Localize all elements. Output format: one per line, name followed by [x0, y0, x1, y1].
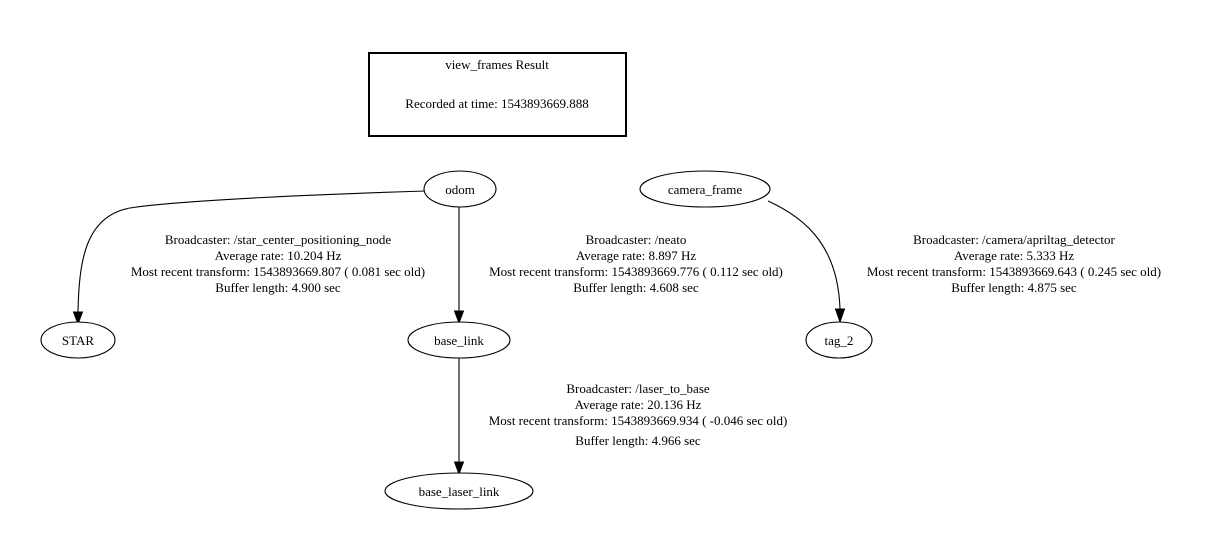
node-ellipse — [407, 321, 511, 359]
node-ellipse — [384, 472, 534, 510]
node-ellipse — [40, 321, 116, 359]
node-label: tag_2 — [825, 333, 854, 348]
edge-average-rate: Average rate: 5.333 Hz — [954, 248, 1075, 263]
edge-broadcaster: Broadcaster: /neato — [586, 232, 687, 247]
edge-line — [767, 200, 841, 310]
node-label: STAR — [62, 333, 95, 348]
edge-odom-base-link — [453, 207, 465, 325]
arrowhead — [453, 310, 465, 325]
edge-buffer-length: Buffer length: 4.966 sec — [575, 433, 701, 448]
arrowhead — [834, 308, 846, 324]
edge-camera-tag — [767, 200, 846, 324]
edge-buffer-length: Buffer length: 4.608 sec — [573, 280, 699, 295]
edge-label-odom-base-link: Broadcaster: /neato Average rate: 8.897 … — [489, 232, 783, 295]
node-odom: odom — [423, 170, 497, 208]
edge-average-rate: Average rate: 20.136 Hz — [575, 397, 702, 412]
node-ellipse — [423, 170, 497, 208]
edge-odom-star — [72, 190, 426, 326]
edge-recent-transform: Most recent transform: 1543893669.807 ( … — [131, 264, 425, 279]
node-ellipse — [805, 321, 873, 359]
header-box: view_frames Result Recorded at time: 154… — [368, 52, 627, 137]
edge-recent-transform: Most recent transform: 1543893669.643 ( … — [867, 264, 1161, 279]
node-label: base_link — [434, 333, 484, 348]
node-label: base_laser_link — [419, 484, 500, 499]
edge-buffer-length: Buffer length: 4.875 sec — [951, 280, 1077, 295]
edge-average-rate: Average rate: 10.204 Hz — [215, 248, 342, 263]
edge-buffer-length: Buffer length: 4.900 sec — [215, 280, 341, 295]
node-label: odom — [445, 182, 475, 197]
edge-label-base-laser: Broadcaster: /laser_to_base Average rate… — [489, 381, 788, 448]
edge-broadcaster: Broadcaster: /star_center_positioning_no… — [165, 232, 392, 247]
arrowhead — [453, 461, 465, 476]
edge-recent-transform: Most recent transform: 1543893669.776 ( … — [489, 264, 783, 279]
node-ellipse — [639, 170, 771, 208]
node-base-laser-link: base_laser_link — [384, 472, 534, 510]
edge-recent-transform: Most recent transform: 1543893669.934 ( … — [489, 413, 788, 428]
edge-broadcaster: Broadcaster: /camera/apriltag_detector — [913, 232, 1115, 247]
edge-label-odom-star: Broadcaster: /star_center_positioning_no… — [131, 232, 425, 295]
edge-label-camera-tag: Broadcaster: /camera/apriltag_detector A… — [867, 232, 1161, 295]
header-title: view_frames Result — [445, 57, 549, 72]
edge-broadcaster: Broadcaster: /laser_to_base — [566, 381, 710, 396]
header-border — [368, 52, 627, 137]
edge-average-rate: Average rate: 8.897 Hz — [576, 248, 697, 263]
edge-base-link-laser — [453, 358, 465, 476]
header-recorded-time: Recorded at time: 1543893669.888 — [405, 96, 588, 111]
node-star: STAR — [40, 321, 116, 359]
node-base-link: base_link — [407, 321, 511, 359]
node-tag-2: tag_2 — [805, 321, 873, 359]
edge-line — [77, 190, 426, 313]
node-label: camera_frame — [668, 182, 743, 197]
node-camera-frame: camera_frame — [639, 170, 771, 208]
arrowhead — [72, 311, 84, 326]
